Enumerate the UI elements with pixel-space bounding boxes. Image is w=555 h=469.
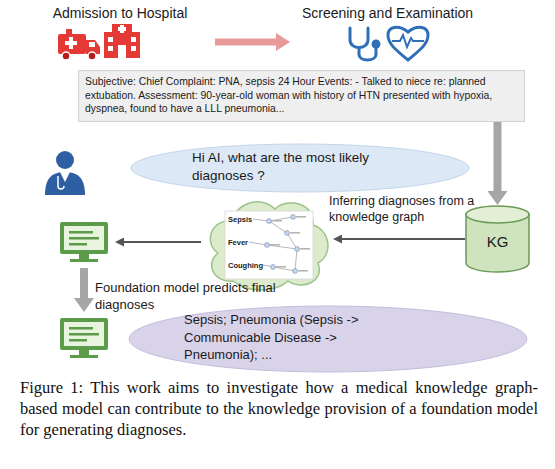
ambulance-icon [66, 29, 72, 34]
hospital-icon [108, 37, 113, 42]
flow-arrow [80, 268, 88, 298]
computer-icon [64, 322, 104, 346]
computer-icon [60, 318, 108, 350]
mini-edge [269, 221, 287, 233]
heart-icon [388, 27, 428, 60]
edge-label: Inferring diagnoses from a knowledge gra… [329, 193, 479, 226]
bubble-shape [131, 144, 469, 192]
doctor-icon [58, 176, 64, 189]
computer-icon [60, 222, 108, 254]
mini-label [290, 232, 300, 234]
flow-arrow [215, 39, 276, 46]
stethoscope-icon [372, 40, 381, 49]
cylinder-top [466, 206, 529, 223]
computer-icon [69, 327, 93, 330]
mini-node [265, 243, 270, 248]
mini-edge [295, 249, 297, 271]
computer-icon [69, 243, 87, 246]
node-text: KG [465, 233, 530, 252]
computer-icon [70, 355, 98, 358]
computer-icon [64, 226, 104, 250]
mini-edge [267, 245, 297, 249]
mini-edge [273, 267, 295, 271]
ambulance-icon [89, 42, 95, 47]
hospital-icon [118, 45, 126, 58]
computer-icon [79, 350, 89, 355]
mini-node [293, 269, 298, 274]
bubble-shape [129, 306, 527, 372]
computer-icon [79, 254, 89, 259]
node-text: Admission to Hospital [25, 5, 215, 23]
computer-icon [69, 339, 87, 342]
mini-label [296, 216, 306, 218]
node-text: Screening and Examination [290, 5, 485, 23]
knowledge-graph-cylinder: KG [465, 205, 530, 273]
stethoscope-icon [350, 28, 368, 48]
mini-label [272, 220, 282, 222]
computer-icon [69, 333, 99, 336]
hospital-icon [131, 46, 136, 51]
mini-label [276, 266, 286, 268]
hospital-icon [108, 46, 113, 51]
doctor-icon [56, 151, 74, 169]
mini-label [300, 248, 310, 250]
doctor-icon [45, 151, 85, 195]
computer-icon [69, 237, 99, 240]
clinical-note-box: Subjective: Chief Complaint: PNA, sepsis… [78, 70, 525, 122]
mini-edge [249, 242, 267, 245]
hospital-icon [118, 27, 126, 31]
flow-arrow [124, 241, 201, 243]
doctor-icon [45, 172, 85, 195]
mini-edge [287, 233, 297, 249]
heart-icon [392, 35, 424, 47]
graph-thumbnail [225, 211, 313, 279]
node-text: Hi AI, what are the most likely diagnose… [192, 149, 372, 185]
ambulance-icon [62, 52, 70, 60]
computer-icon [69, 231, 93, 234]
mini-node [267, 219, 272, 224]
mini-label [270, 244, 280, 246]
answer-bubble: Sepsis; Pneumonia (Sepsis -> Communicabl… [128, 305, 528, 373]
mini-node [271, 265, 276, 270]
graph-node-label: Fever [228, 238, 268, 247]
stethoscope-icon [359, 48, 376, 60]
graph-cloud-outline [203, 193, 333, 293]
graph-node-label: Sepsis [228, 215, 268, 224]
ambulance-icon [58, 34, 86, 54]
flow-arrow [494, 122, 502, 191]
note-text: Subjective: Chief Complaint: PNA, sepsis… [85, 75, 521, 116]
stethoscope-icon [350, 28, 381, 60]
cloud-shape [210, 202, 328, 290]
computer-icon [70, 259, 98, 262]
graph-cloud: SepsisFeverCoughing [203, 193, 333, 293]
ambulance-icon [65, 41, 77, 45]
computer-icon [60, 318, 108, 358]
ambulance-icon [58, 29, 100, 60]
question-bubble: Hi AI, what are the most likely diagnose… [130, 143, 470, 193]
step-label: Foundation model predicts final diagnose… [95, 280, 307, 314]
figure-caption: Figure 1: This work aims to investigate … [20, 377, 538, 440]
mini-label [298, 270, 308, 272]
hospital-icon [104, 24, 140, 58]
doctor-icon [60, 172, 70, 182]
node-text: Sepsis; Pneumonia (Sepsis -> Communicabl… [184, 311, 362, 364]
heart-icon [388, 27, 428, 60]
mini-node [291, 215, 296, 220]
mini-node [285, 231, 290, 236]
hospital-icon [104, 32, 140, 58]
hospital-icon [131, 37, 136, 42]
mini-edge [269, 217, 293, 221]
flow-arrow [342, 238, 465, 240]
computer-icon [60, 222, 108, 262]
mini-node [295, 247, 300, 252]
graph-node-label: Coughing [228, 261, 268, 270]
ambulance-icon [88, 52, 96, 60]
hospital-icon [112, 24, 132, 34]
